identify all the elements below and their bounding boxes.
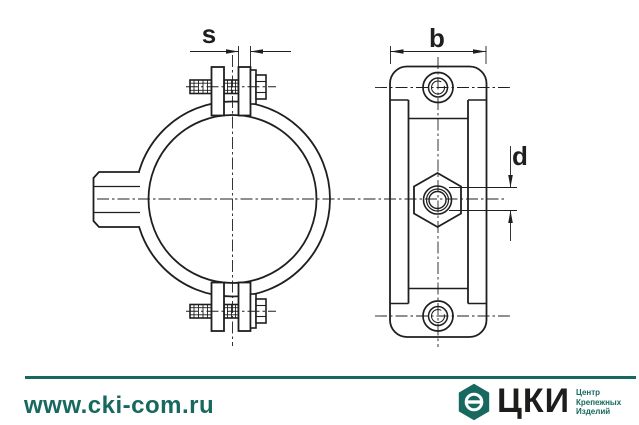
bottom-bolt-assembly — [189, 281, 267, 332]
dimension-b: b — [390, 23, 487, 64]
cki-logo-subtext: Центр Крепежных Изделий — [576, 388, 621, 417]
logo-sub-line: Центр — [576, 388, 601, 397]
top-bolt-assembly — [189, 66, 267, 117]
cki-logo: ЦКИ Центр Крепежных Изделий — [456, 381, 636, 423]
centerlines — [97, 55, 512, 347]
hex-boss — [92, 171, 140, 228]
dimension-label-s: s — [202, 19, 216, 49]
cki-logo-text: ЦКИ — [497, 382, 571, 420]
dimension-d: d — [449, 141, 528, 241]
website-text: www.cki-com.ru — [24, 392, 215, 419]
footer-divider — [25, 376, 636, 379]
hex-nut — [413, 171, 462, 229]
dimension-s: s — [190, 19, 291, 70]
dimension-label-d: d — [512, 141, 528, 171]
logo-sub-line: Крепежных — [576, 397, 622, 407]
logo-sub-line: Изделий — [576, 407, 611, 416]
cki-logo-icon — [458, 383, 490, 421]
dimension-label-b: b — [429, 23, 445, 53]
